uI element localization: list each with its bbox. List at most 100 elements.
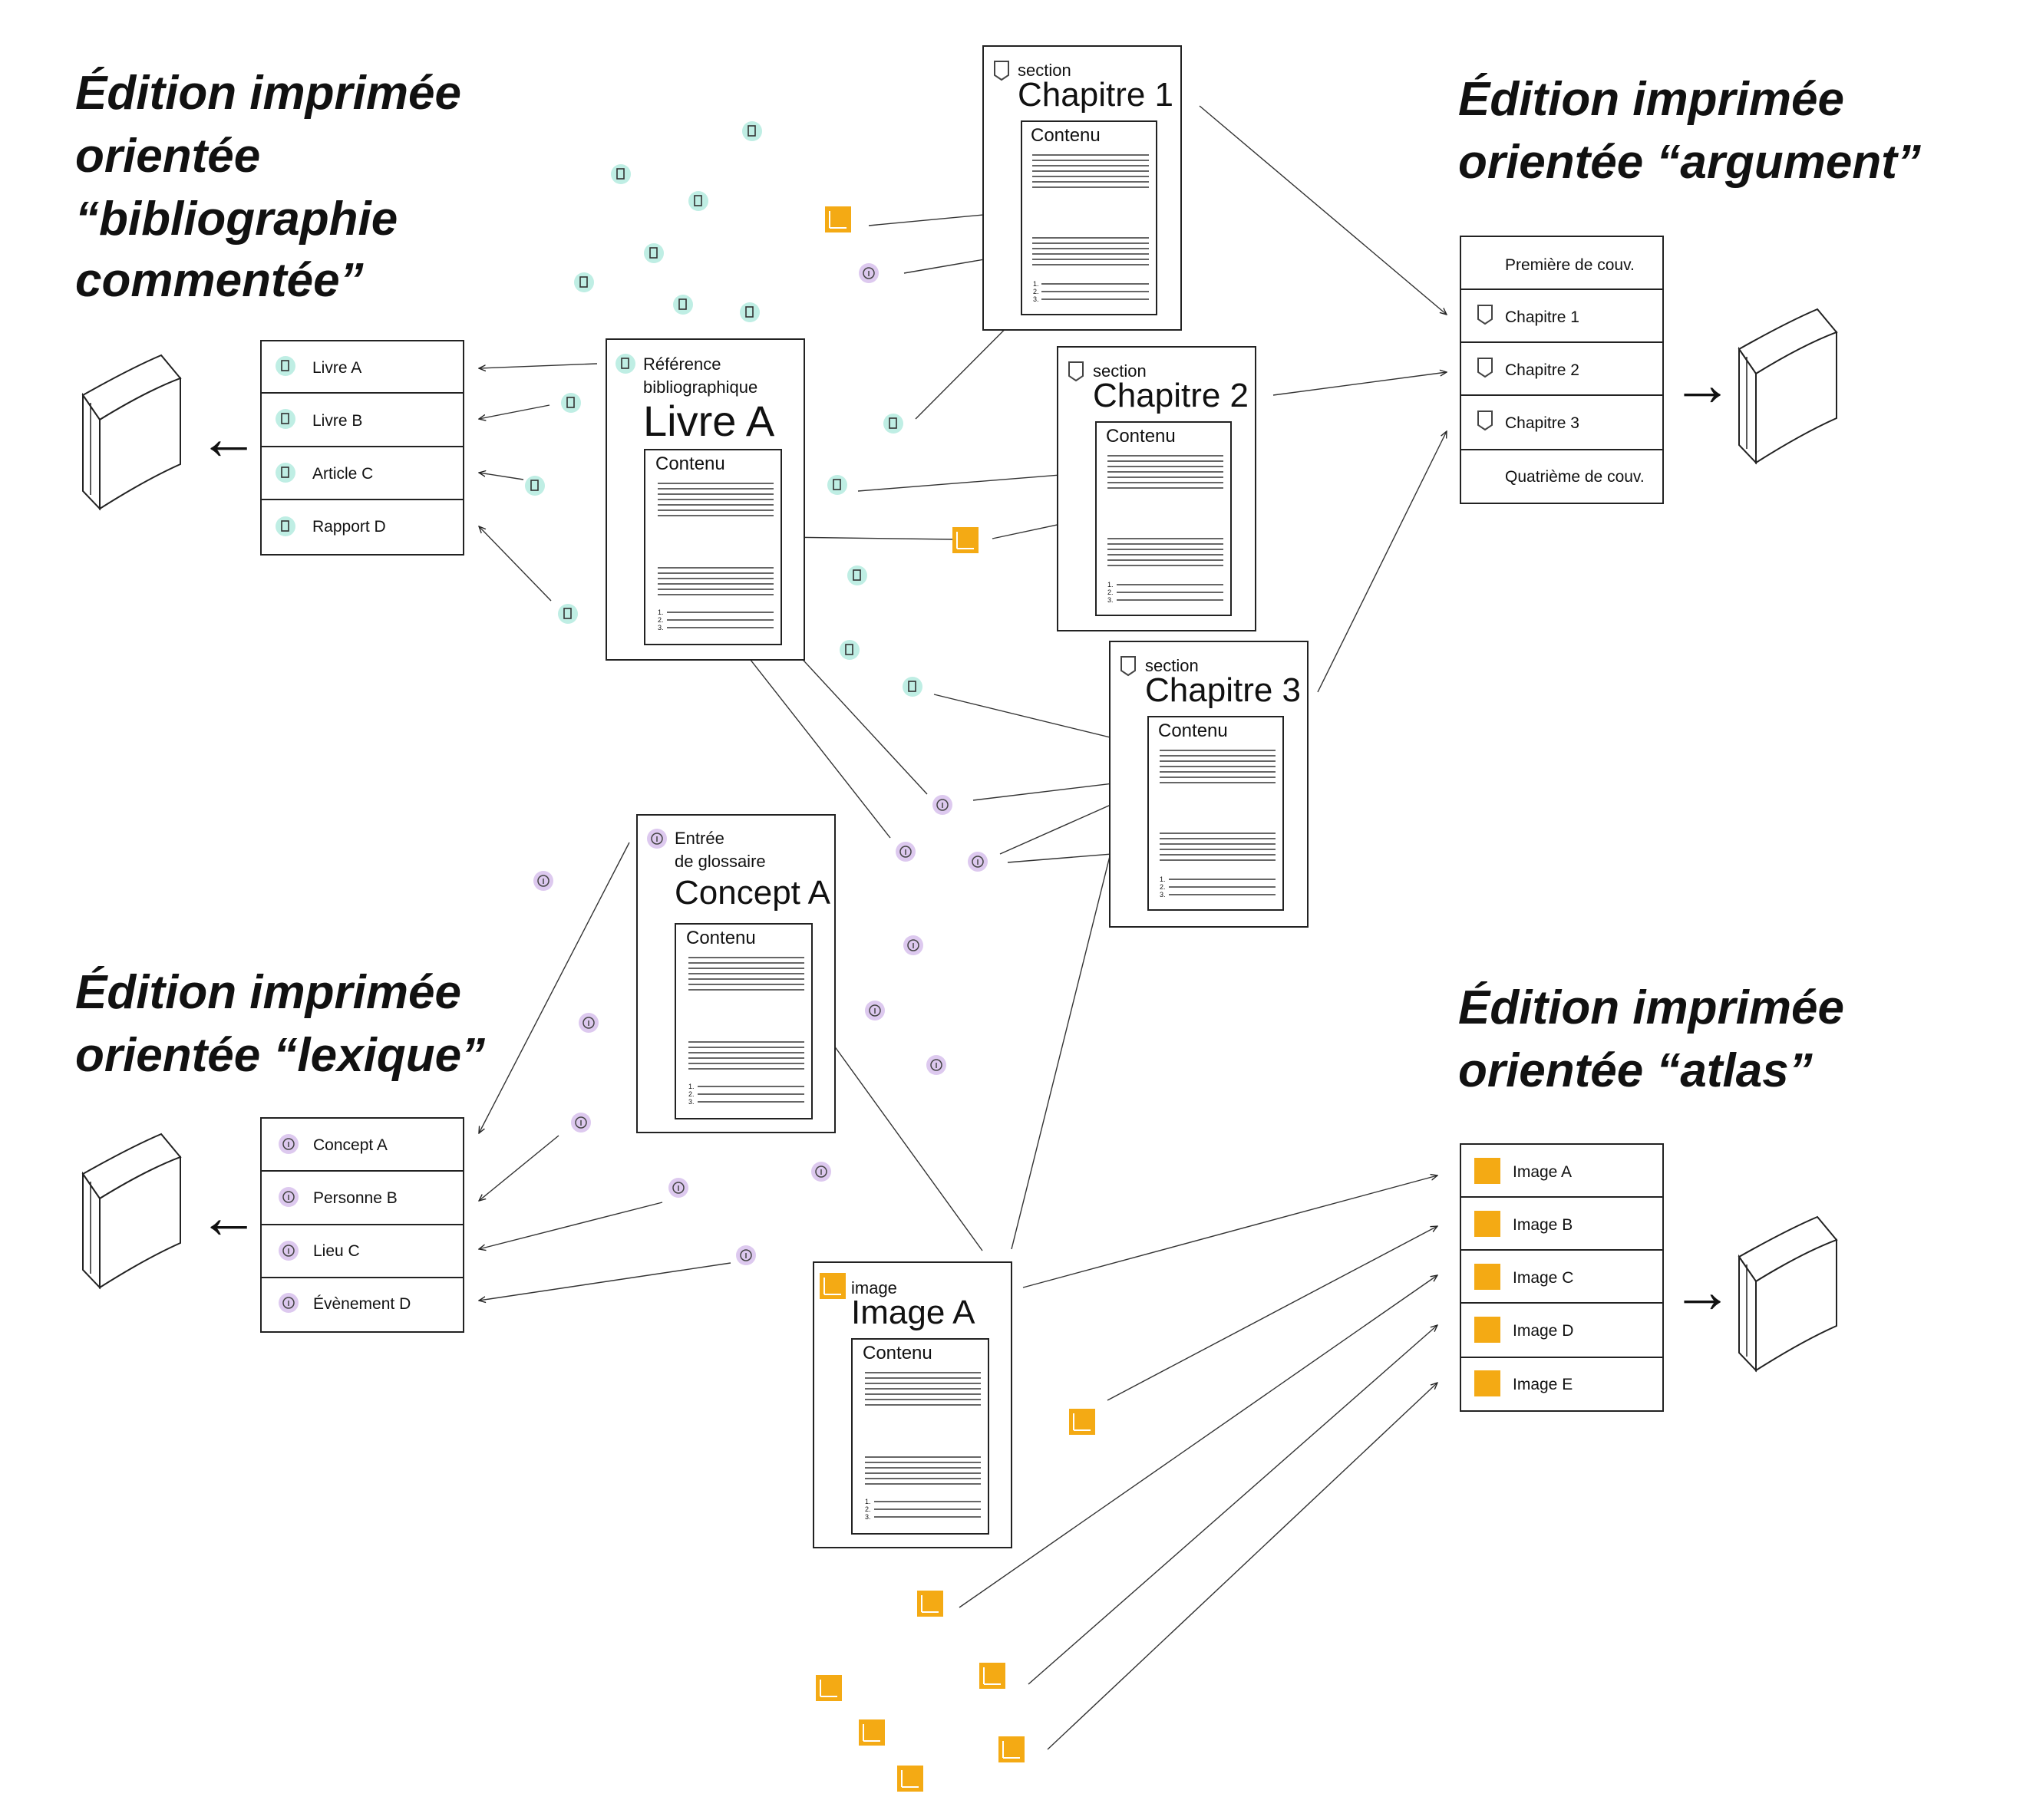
image-icon	[859, 1719, 885, 1746]
list-item: Image A	[1474, 1158, 1572, 1184]
list-item: Image B	[1474, 1211, 1573, 1237]
edition-title-lexique: Édition imprimée orientée “lexique”	[75, 966, 485, 1082]
biblio-icon	[688, 191, 708, 211]
image-icon	[1474, 1317, 1500, 1343]
doc-name: Chapitre 2	[1093, 377, 1249, 414]
image-icon	[825, 206, 851, 232]
doc-name: Chapitre 3	[1145, 671, 1301, 709]
content-label: Contenu	[655, 453, 725, 474]
biblio-icon	[616, 354, 635, 374]
list-item: Chapitre 3	[1477, 410, 1579, 432]
image-icon	[1474, 1264, 1500, 1290]
glossary-icon	[896, 842, 916, 862]
content-label: Contenu	[1158, 720, 1228, 741]
glossary-icon	[903, 935, 923, 955]
doc-name: Image A	[851, 1294, 975, 1331]
content-label: Contenu	[863, 1343, 932, 1363]
glossary-icon	[668, 1178, 688, 1198]
svg-text:orientée “atlas”: orientée “atlas”	[1458, 1044, 1813, 1097]
image-icon	[917, 1591, 943, 1617]
list-item: Livre A	[276, 356, 361, 377]
list-number: 2.	[865, 1505, 871, 1513]
list-number: 1.	[688, 1083, 695, 1090]
list-number: 3.	[1107, 596, 1114, 604]
svg-text:Édition imprimée: Édition imprimée	[1458, 981, 1844, 1034]
svg-text:Livre A: Livre A	[312, 359, 361, 377]
image-icon	[816, 1675, 842, 1701]
glossary-icon	[968, 852, 988, 872]
biblio-icon	[574, 272, 594, 292]
list-atlas: Image A Image B Image C Image D Image E	[1460, 1143, 1664, 1412]
list-number: 3.	[688, 1098, 695, 1106]
list-item: Article C	[276, 463, 373, 483]
glossary-icon	[647, 829, 667, 849]
biblio-icon	[611, 164, 631, 184]
list-number: 3.	[1160, 891, 1166, 898]
doc-kind: Référence	[643, 354, 721, 374]
list-item: Évènement D	[279, 1293, 411, 1313]
biblio-icon	[840, 640, 860, 660]
list-item: Livre B	[276, 409, 362, 430]
book-icon-lexique	[81, 1133, 182, 1290]
doc-name: Livre A	[643, 397, 775, 445]
biblio-icon	[903, 677, 922, 697]
book-icon-atlas	[1738, 1215, 1838, 1373]
list-number: 2.	[658, 616, 664, 624]
glossary-icon	[859, 263, 879, 283]
svg-text:Personne B: Personne B	[313, 1189, 398, 1207]
glossary-icon	[932, 795, 952, 815]
list-argument: Première de couv. Chapitre 1 Chapitre 2 …	[1460, 236, 1664, 504]
content-label: Contenu	[686, 928, 756, 948]
shield-icon	[1477, 305, 1493, 325]
book-icon-argument	[1738, 308, 1838, 465]
list-number: 3.	[658, 624, 664, 631]
svg-text:orientée: orientée	[75, 130, 260, 183]
glossary-icon	[865, 1001, 885, 1020]
doc-name: Chapitre 1	[1018, 76, 1173, 114]
svg-text:Édition imprimée: Édition imprimée	[75, 966, 461, 1019]
edition-title-atlas: Édition imprimée orientée “atlas”	[1458, 981, 1844, 1097]
content-label: Contenu	[1106, 426, 1176, 447]
glossary-icon	[736, 1245, 756, 1265]
list-number: 2.	[1033, 288, 1039, 295]
svg-text:Chapitre 1: Chapitre 1	[1505, 308, 1579, 326]
image-icon	[897, 1766, 923, 1792]
list-item: Quatrième de couv.	[1505, 468, 1645, 486]
list-item: Chapitre 1	[1477, 305, 1579, 326]
svg-text:Lieu C: Lieu C	[313, 1242, 360, 1260]
biblio-icon	[827, 475, 847, 495]
image-icon	[1474, 1211, 1500, 1237]
biblio-icon	[847, 565, 867, 585]
svg-text:commentée”: commentée”	[75, 254, 364, 307]
svg-text:Livre B: Livre B	[312, 412, 362, 430]
list-item: Première de couv.	[1505, 256, 1635, 274]
svg-text:Article C: Article C	[312, 465, 373, 483]
doc-kind: section	[1145, 656, 1199, 675]
svg-text:Image D: Image D	[1513, 1322, 1573, 1340]
svg-text:Évènement D: Évènement D	[313, 1295, 411, 1313]
svg-text:Chapitre 3: Chapitre 3	[1505, 414, 1579, 432]
image-icon	[952, 527, 979, 553]
list-number: 1.	[1033, 280, 1039, 288]
list-item: Image E	[1474, 1370, 1573, 1396]
list-lexique: Concept A Personne B Lieu C Évènement D	[260, 1117, 464, 1333]
doc-concept-a: Entrée de glossaire Concept A Contenu 1.…	[636, 814, 836, 1133]
list-item: Image D	[1474, 1317, 1573, 1343]
doc-kind: section	[1018, 61, 1071, 80]
svg-text:Image B: Image B	[1513, 1216, 1573, 1234]
doc-kind: image	[851, 1278, 897, 1297]
biblio-icon	[644, 243, 664, 263]
list-item: Personne B	[279, 1187, 398, 1207]
image-icon	[998, 1736, 1025, 1762]
glossary-icon	[571, 1113, 591, 1133]
glossary-icon	[926, 1055, 946, 1075]
list-number: 1.	[1107, 581, 1114, 589]
list-number: 1.	[865, 1498, 871, 1505]
doc-kind: Entrée	[675, 829, 724, 848]
list-number: 3.	[865, 1513, 871, 1521]
biblio-icon	[561, 393, 581, 413]
edition-title-biblio: Édition imprimée orientée “bibliographie…	[75, 67, 461, 307]
list-number: 3.	[1033, 295, 1039, 303]
doc-image-a: image Image A Contenu 1. 2. 3.	[813, 1261, 1012, 1548]
